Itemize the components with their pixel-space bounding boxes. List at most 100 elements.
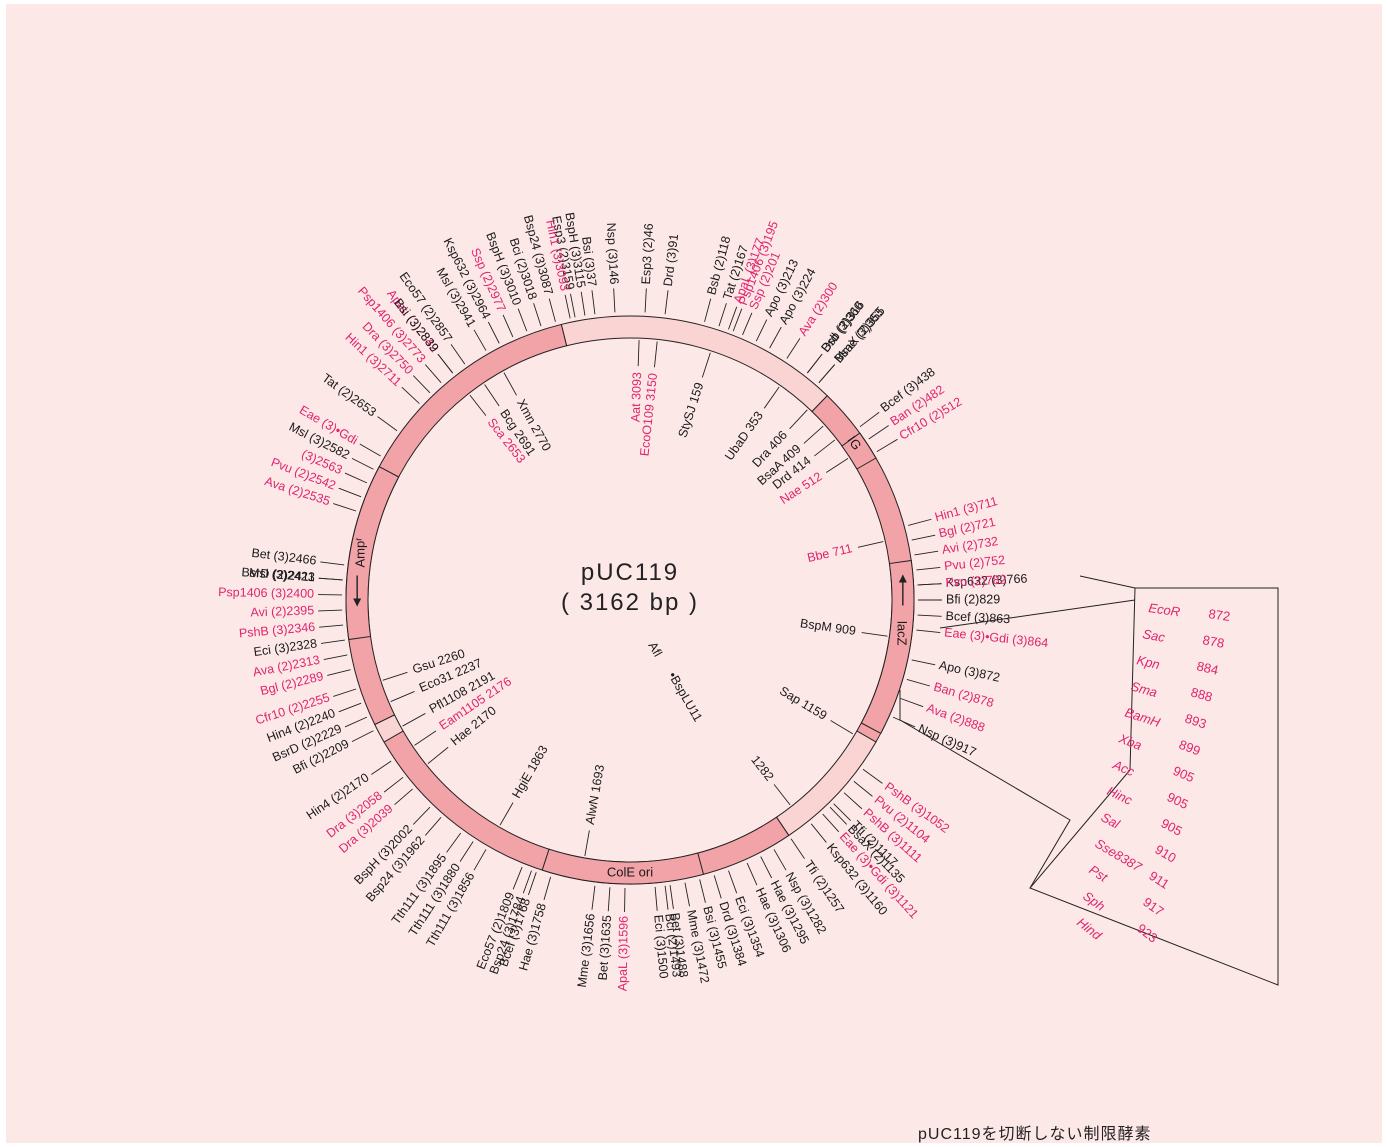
site-tick — [503, 372, 517, 396]
plasmid-length: ( 3162 bp ) — [560, 589, 700, 616]
mcs-leader — [899, 690, 1071, 889]
mcs-site-name: EcoR — [1148, 600, 1182, 619]
site-tick — [351, 457, 374, 470]
site-tick — [613, 288, 616, 313]
site-tick — [570, 293, 576, 318]
site-tick — [742, 312, 753, 336]
site-tick — [814, 439, 836, 457]
site-tick — [323, 654, 348, 660]
site-tick — [351, 730, 374, 743]
feature-box-lacz — [860, 559, 915, 735]
site-tick — [664, 290, 669, 315]
site-tick — [732, 308, 743, 332]
site-tick — [344, 716, 368, 728]
mcs-bracket-outline — [1029, 575, 1279, 986]
site-tick — [830, 720, 854, 735]
site-tick — [790, 838, 805, 859]
mcs-site-pos: 917 — [1140, 894, 1166, 919]
mcs-site-pos: 905 — [1171, 763, 1197, 785]
site-tick — [412, 375, 431, 394]
site-tick — [916, 629, 941, 634]
site-tick — [760, 856, 773, 879]
site-tick — [607, 887, 611, 912]
site-tick — [859, 411, 880, 428]
site-tick — [684, 882, 690, 907]
site-tick — [382, 671, 408, 681]
site-tick — [591, 885, 596, 910]
mcs-site-pos: 905 — [1165, 789, 1191, 812]
site-tick — [543, 876, 552, 901]
mcs-site-pos: 884 — [1195, 658, 1220, 677]
site-tick — [728, 870, 738, 894]
mcs-site-pos: 911 — [1146, 868, 1172, 892]
site-tick — [911, 534, 936, 541]
site-tick — [424, 364, 442, 383]
site-tick — [548, 298, 556, 322]
inner-site-label: HgiE 1863 — [509, 743, 550, 801]
site-tick — [344, 472, 368, 484]
site-tick — [319, 624, 344, 628]
inner-site-label: BspM 909 — [799, 616, 857, 638]
site-tick — [584, 830, 590, 857]
site-tick — [320, 561, 345, 566]
inner-site-label: Sap 1159 — [777, 684, 829, 723]
site-tick — [591, 290, 596, 315]
site-tick — [669, 885, 674, 910]
site-tick — [704, 298, 712, 322]
site-tick — [713, 875, 722, 899]
outer-site-label: Eae (3)•Gdi (3)864 — [944, 625, 1049, 650]
site-tick — [769, 326, 782, 349]
outer-site-label: Nsp (3)146 — [604, 222, 621, 285]
site-tick — [786, 338, 801, 359]
site-tick — [512, 866, 523, 890]
site-tick — [318, 577, 343, 581]
site-tick — [502, 314, 514, 338]
mcs-site-name: Kpn — [1135, 652, 1161, 672]
arrowhead — [898, 574, 907, 583]
footnote: pUC119を切断しない制限酵素 — [918, 1126, 1152, 1143]
site-tick — [773, 784, 791, 806]
outer-site-label: Mme (3)1656 — [575, 913, 598, 989]
site-tick — [822, 813, 840, 833]
site-ticks — [318, 288, 942, 912]
outer-site-label: Esp3 (2)46 — [639, 223, 656, 285]
mcs-leader — [939, 599, 1136, 629]
outer-site-label: Pvu (2)752 — [943, 553, 1005, 573]
mcs-site-name: Hinc — [1105, 783, 1135, 808]
plasmid-title: pUC119 ( 3162 bp ) — [520, 558, 740, 618]
inner-site-label: Aat 3093 — [629, 372, 645, 423]
site-tick — [654, 886, 658, 911]
site-tick — [473, 849, 487, 871]
mcs-site-name: Acc — [1110, 757, 1137, 780]
outer-site-label: Bsi (3)37 — [579, 236, 599, 287]
site-tick — [327, 669, 351, 676]
site-tick — [900, 698, 924, 708]
feature-label: Ampʳ — [353, 538, 368, 568]
outer-site-label: Psp1406 (3)2400 — [218, 585, 314, 601]
site-tick — [484, 384, 500, 407]
site-tick — [818, 364, 836, 383]
site-tick — [917, 583, 942, 586]
site-tick — [861, 632, 888, 637]
site-tick — [401, 386, 420, 404]
site-tick — [446, 832, 462, 853]
site-tick — [906, 678, 931, 687]
outer-site-label: ApaL (3)1596 — [615, 916, 630, 992]
site-tick — [789, 409, 808, 430]
site-tick — [499, 802, 514, 826]
site-tick — [718, 303, 727, 327]
site-tick — [320, 639, 345, 644]
mcs-site-pos: 888 — [1189, 684, 1214, 704]
site-tick — [414, 730, 437, 746]
feature-box-ori — [541, 848, 705, 885]
mcs-site-name: Sal — [1099, 809, 1124, 832]
site-tick — [862, 768, 883, 784]
site-tick — [333, 503, 357, 512]
site-tick — [829, 806, 848, 825]
site-tick — [908, 518, 932, 526]
plasmid-name: pUC119 — [580, 559, 680, 586]
mcs-site-name: Xba — [1116, 730, 1144, 753]
site-tick — [857, 541, 884, 548]
site-tick — [876, 438, 898, 453]
